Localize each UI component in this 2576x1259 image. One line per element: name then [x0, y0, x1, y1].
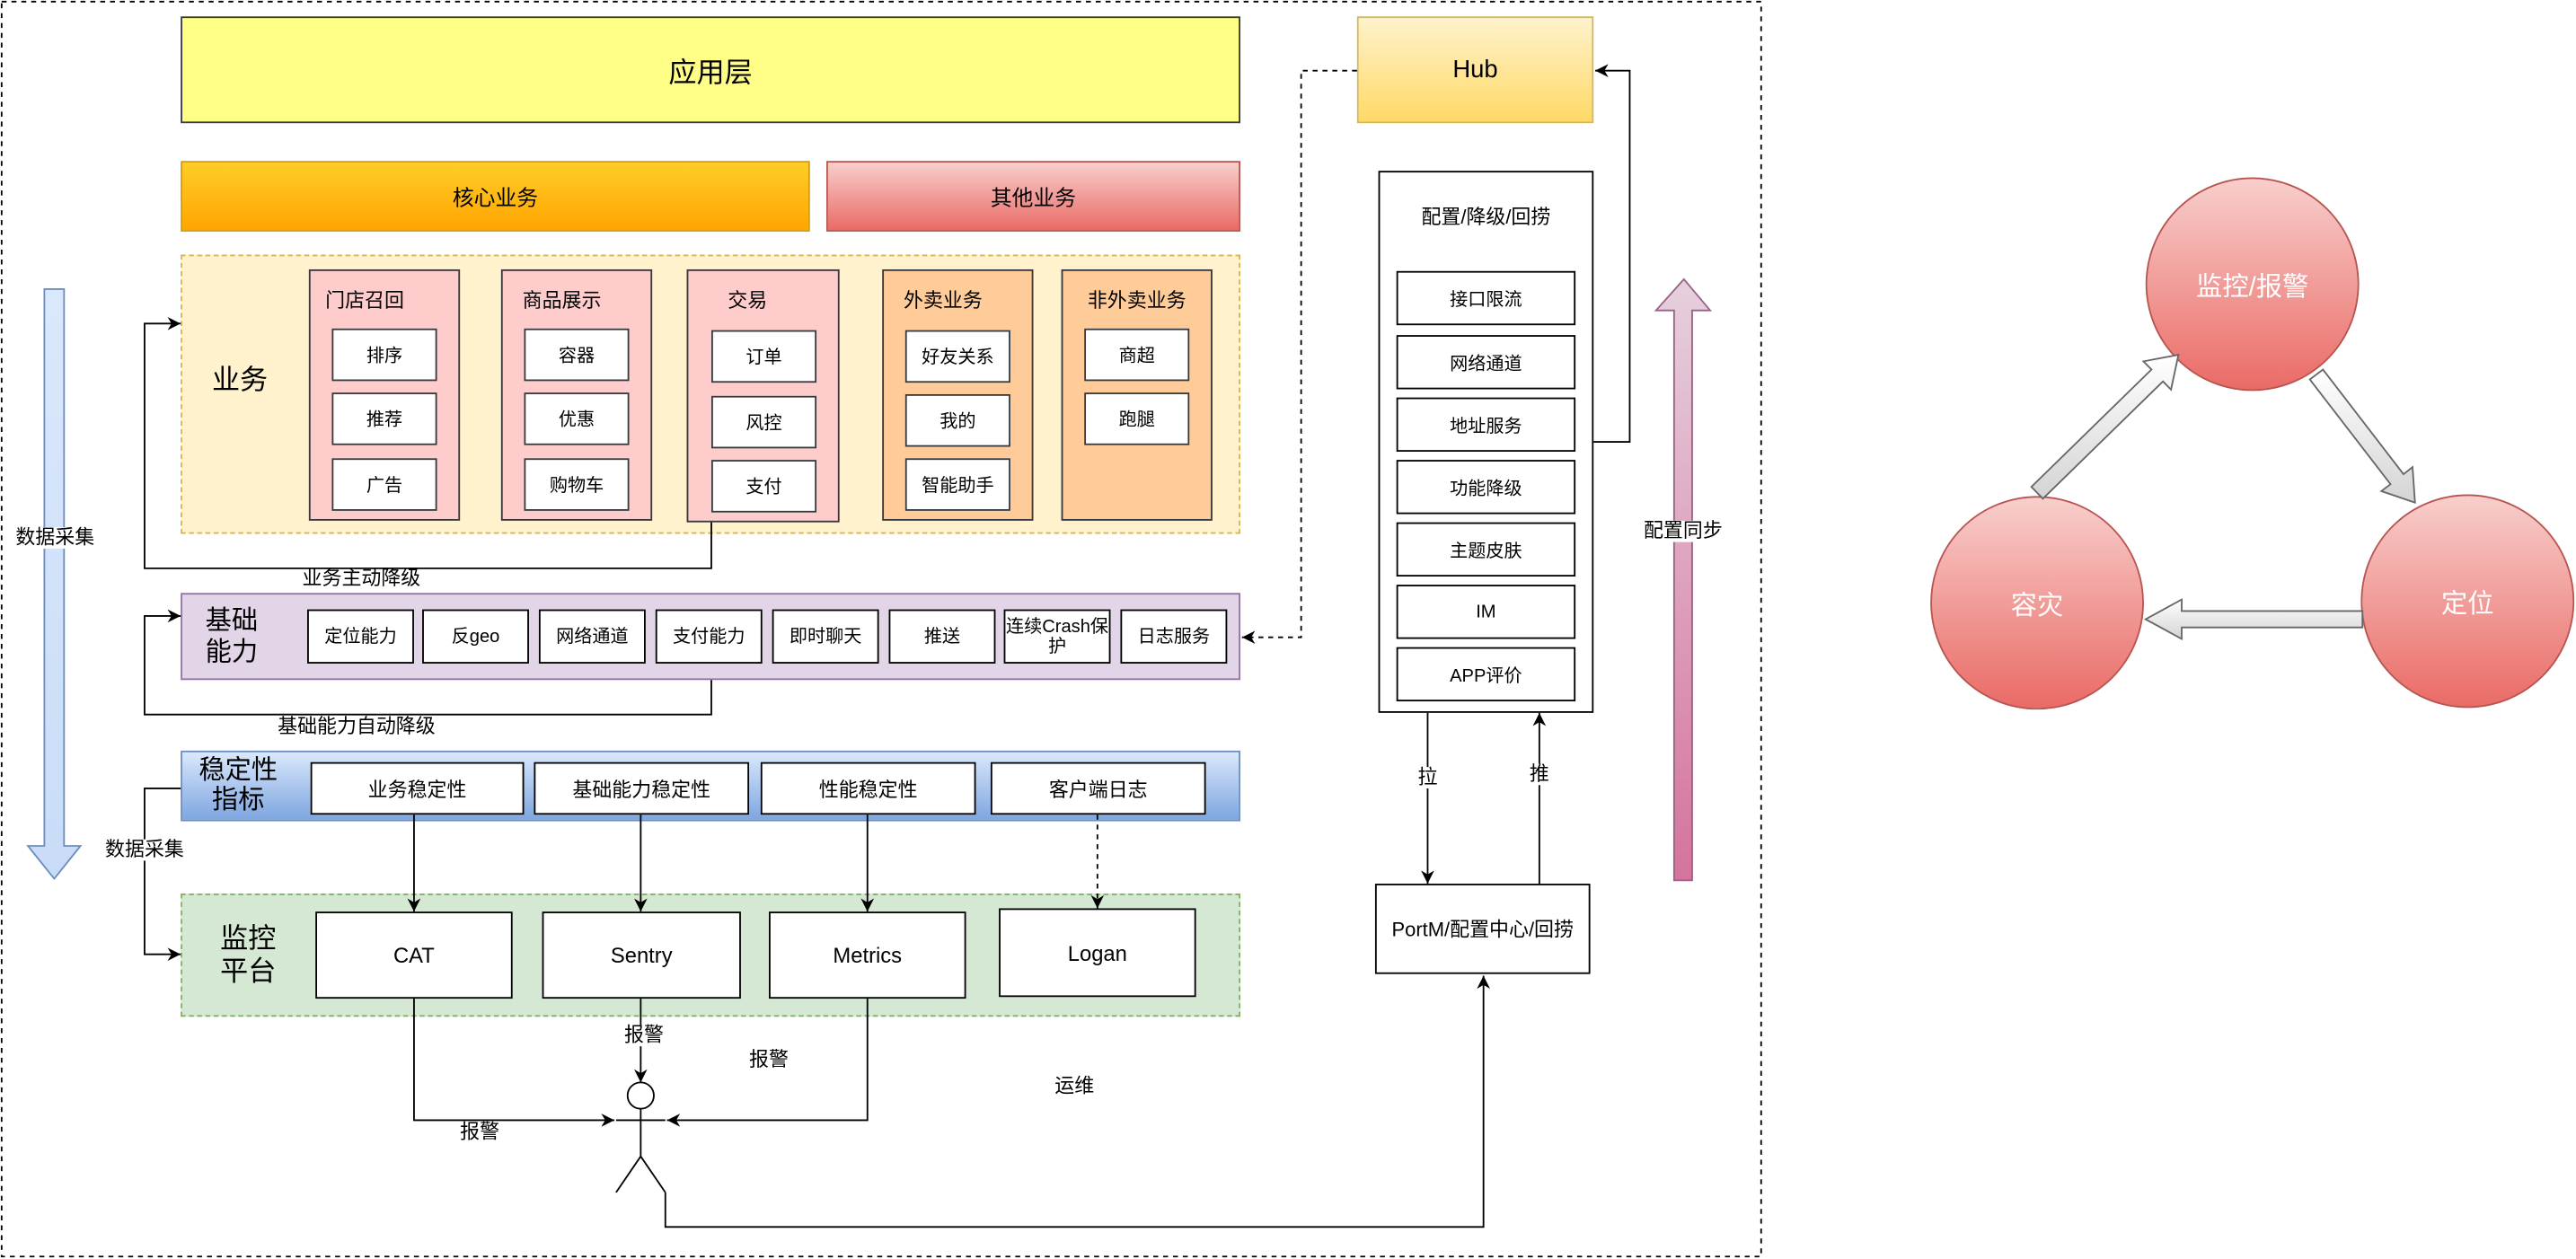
hub-to-capability-dashed-arrow [1241, 69, 1357, 645]
cycle-node-disaster-recovery: 容灾 [1930, 496, 2144, 710]
cat-alert-arrow [413, 999, 615, 1127]
operator-figure [615, 1081, 666, 1193]
column-title: 外卖业务 [903, 288, 983, 313]
cycle-arrow-monitor-to-locate [2308, 368, 2416, 505]
other-business-box: 其他业务 [826, 161, 1240, 232]
business-item: 订单 [710, 330, 817, 383]
config-item: 功能降级 [1396, 460, 1576, 515]
business-item: 优惠 [524, 392, 630, 445]
config-panel-title: 配置/降级/回捞 [1421, 204, 1551, 228]
column-title: 门店召回 [325, 288, 404, 313]
column-title: 交易 [728, 288, 768, 313]
column-title: 非外卖业务 [1087, 288, 1187, 313]
config-sync-label: 配置同步 [1643, 518, 1724, 542]
business-item: 排序 [331, 328, 437, 382]
monitoring-label: 监控 平台 [220, 922, 277, 988]
push-label: 推 [1528, 762, 1551, 786]
business-degrade-label: 业务主动降级 [302, 567, 421, 590]
capability-item: 连续Crash保护 [1003, 609, 1111, 664]
sentry-alert-label: 报警 [622, 1023, 666, 1047]
ops-label: 运维 [1054, 1074, 1095, 1097]
business-item: 商超 [1084, 328, 1190, 382]
monitor-cat: CAT [315, 911, 513, 999]
monitor-metrics: Metrics [769, 911, 966, 999]
other-business-label: 其他业务 [990, 185, 1077, 211]
core-business-box: 核心业务 [181, 161, 810, 232]
monitor-logan: Logan [999, 908, 1196, 998]
pull-label: 拉 [1416, 765, 1440, 788]
stability-label: 稳定性 指标 [198, 757, 278, 815]
monitor-sentry: Sentry [542, 911, 741, 999]
app-layer-label: 应用层 [668, 57, 753, 89]
config-item: 主题皮肤 [1396, 522, 1576, 577]
cycle-arrow-recovery-to-monitor [2030, 353, 2180, 500]
business-column-transaction: 交易 订单 风控 支付 [686, 269, 840, 523]
operator-head [626, 1081, 655, 1110]
business-column-takeout: 外卖业务 好友关系 我的 智能助手 [882, 269, 1034, 521]
app-layer-box: 应用层 [181, 16, 1240, 124]
stability-item: 性能稳定性 [760, 762, 976, 815]
cycle-node-locate: 定位 [2360, 494, 2575, 709]
cycle-arrow-locate-to-recovery [2143, 598, 2364, 641]
portm-box: PortM/配置中心/回捞 [1374, 884, 1591, 974]
business-label: 业务 [211, 365, 269, 396]
operator-left-leg [615, 1156, 642, 1193]
config-item: 网络通道 [1396, 335, 1576, 390]
data-collection-main-label: 数据采集 [14, 525, 96, 549]
business-column-product-display: 商品展示 容器 优惠 购物车 [500, 269, 653, 521]
business-item: 跑腿 [1084, 392, 1190, 445]
capability-item: 日志服务 [1120, 609, 1228, 664]
column-title: 商品展示 [522, 288, 602, 313]
config-sync-big-arrow [1654, 277, 1713, 882]
portm-label: PortM/配置中心/回捞 [1391, 918, 1574, 942]
metrics-alert-label: 报警 [749, 1047, 789, 1071]
data-collection-big-arrow [26, 288, 83, 881]
business-item: 风控 [710, 395, 817, 449]
config-item: IM [1396, 585, 1576, 639]
stability-item: 业务稳定性 [310, 762, 525, 815]
business-column-store-recall: 门店召回 排序 推荐 广告 [308, 269, 461, 521]
config-to-hub-arrow [1593, 64, 1631, 443]
capability-item: 定位能力 [307, 609, 414, 664]
business-item: 广告 [331, 458, 437, 511]
config-item: APP评价 [1396, 647, 1576, 702]
operator-right-leg [640, 1156, 666, 1193]
data-collection-connector-label: 数据采集 [105, 837, 184, 861]
stability-item: 客户端日志 [990, 762, 1206, 815]
core-business-label: 核心业务 [452, 185, 539, 211]
stability-item: 基础能力稳定性 [534, 762, 750, 815]
cycle-node-monitor-alert: 监控/报警 [2145, 177, 2360, 392]
data-collection-connector [144, 788, 181, 962]
base-capability-label: 基础 能力 [205, 607, 259, 667]
capability-item: 网络通道 [538, 609, 646, 664]
business-item: 好友关系 [904, 330, 1010, 383]
capability-degrade-label: 基础能力自动降级 [278, 714, 436, 738]
hub-box: Hub [1356, 16, 1594, 124]
capability-item: 即时聊天 [772, 609, 879, 664]
cat-alert-label: 报警 [460, 1120, 500, 1144]
business-item: 容器 [524, 328, 630, 382]
business-item: 购物车 [524, 458, 630, 511]
business-column-non-takeout: 非外卖业务 商超 跑腿 [1061, 269, 1213, 521]
config-item: 地址服务 [1396, 397, 1576, 452]
business-item: 支付 [710, 460, 817, 513]
capability-item: 支付能力 [655, 609, 763, 664]
capability-item: 反geo [422, 609, 529, 664]
business-item: 智能助手 [904, 458, 1010, 511]
business-item: 推荐 [331, 392, 437, 445]
capability-item: 推送 [888, 609, 996, 664]
config-item: 接口限流 [1396, 270, 1576, 326]
hub-label: Hub [1452, 56, 1498, 84]
business-item: 我的 [904, 393, 1010, 447]
